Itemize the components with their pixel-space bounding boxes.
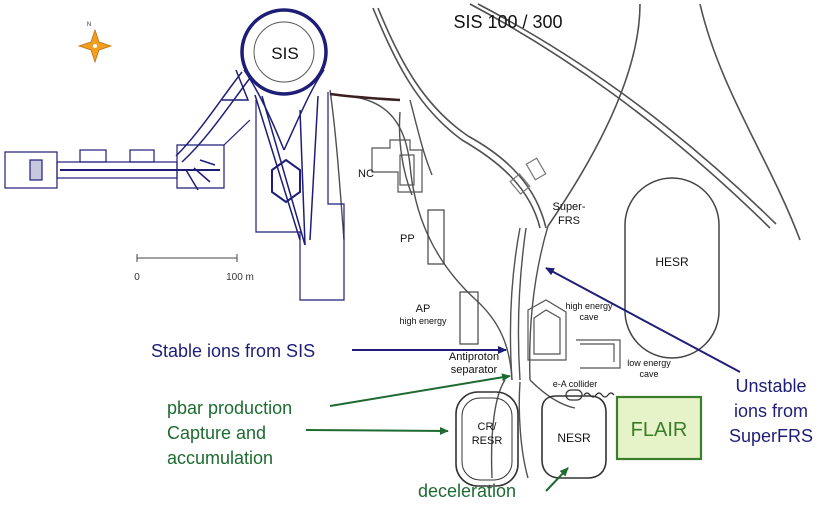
target-building: [255, 92, 345, 301]
antiproton-label-1: Antiproton: [449, 351, 499, 363]
beam-lines: [329, 89, 576, 479]
deceleration-arrow: [545, 467, 569, 492]
ea-collider: [565, 389, 615, 401]
deceleration-annotation: deceleration: [418, 481, 516, 501]
nesr-label: NESR: [557, 431, 591, 445]
sis18-complex: [175, 8, 328, 246]
low-energy-cave-label-1: low energy: [627, 358, 671, 368]
scale-bar: [136, 254, 238, 262]
high-energy-cave-label-2: cave: [579, 312, 598, 322]
nesr-ring: [541, 395, 607, 479]
nc-building: [371, 139, 423, 193]
low-energy-cave-label-2: cave: [639, 369, 658, 379]
compass-icon: N: [77, 22, 113, 64]
capture-arrow: [305, 426, 449, 435]
unilac: [4, 119, 251, 189]
pp-label: PP: [400, 233, 415, 245]
hesr-ring: [624, 177, 720, 359]
flair-label: FLAIR: [631, 419, 688, 441]
stable-ions-annotation: Stable ions from SIS: [151, 341, 315, 361]
sis100-title: SIS 100 / 300: [453, 12, 562, 32]
pp-building: [427, 209, 445, 265]
caves: [527, 299, 621, 369]
super-frs-label-1: Super-: [552, 201, 585, 213]
unstable-annotation-2: ions from: [734, 401, 808, 421]
unstable-annotation-1: Unstable: [735, 376, 806, 396]
unstable-annotation-3: SuperFRS: [729, 426, 813, 446]
super-frs: [509, 157, 547, 195]
cr-resr-ring: [455, 391, 519, 487]
ap-sub-label: high energy: [399, 316, 447, 326]
super-frs-label-2: FRS: [558, 215, 580, 227]
ap-label: AP: [416, 303, 431, 315]
nc-label: NC: [358, 168, 374, 180]
cr-label-2: RESR: [472, 435, 503, 447]
sis-transfer-line: [329, 92, 401, 102]
pbar-production-annotation: pbar production: [167, 398, 292, 418]
scale-0-label: 0: [134, 272, 140, 283]
compass-n-label: N: [87, 22, 91, 28]
high-energy-cave-label-1: high energy: [565, 301, 613, 311]
pbar-production-arrow: [329, 373, 511, 407]
capture-annotation-1: Capture and: [167, 423, 266, 443]
unstable-ions-arrow: [545, 267, 741, 373]
antiproton-label-2: separator: [451, 364, 498, 376]
ea-collider-label: e-A collider: [553, 379, 598, 389]
ap-building: [459, 291, 479, 345]
flair-box: [615, 395, 703, 461]
capture-annotation-2: accumulation: [167, 448, 273, 468]
scale-100-label: 100 m: [226, 272, 254, 283]
cr-label-1: CR/: [478, 421, 498, 433]
sis-ring-label: SIS: [271, 44, 298, 63]
sis100-ring: [372, 3, 801, 241]
hesr-label: HESR: [655, 255, 689, 269]
